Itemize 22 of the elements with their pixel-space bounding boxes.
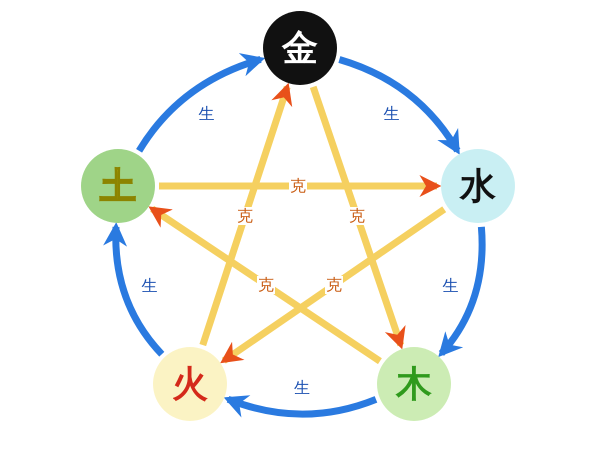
edge-label: 生 — [198, 104, 216, 123]
element-circle: 土 — [81, 149, 155, 223]
arrow — [224, 394, 378, 418]
arrow — [220, 206, 446, 364]
element-circle: 水 — [441, 149, 515, 223]
edge-label: 克 — [257, 276, 275, 294]
edge-label: 克 — [236, 207, 254, 225]
edge-label: 生 — [382, 104, 400, 123]
arrow — [159, 175, 442, 197]
arrow — [148, 206, 382, 364]
arrow — [438, 226, 486, 358]
arrow — [338, 56, 460, 155]
element-circle: 金 — [263, 11, 337, 85]
arrow — [136, 54, 266, 153]
element-circle: 火 — [153, 347, 227, 421]
edge-label: 克 — [348, 207, 366, 225]
edge-label: 克 — [325, 276, 343, 294]
arrow — [310, 86, 406, 350]
edge-label: 克 — [289, 177, 307, 195]
arrow — [199, 82, 292, 346]
element-circle: 木 — [377, 347, 451, 421]
arrow — [104, 222, 164, 357]
